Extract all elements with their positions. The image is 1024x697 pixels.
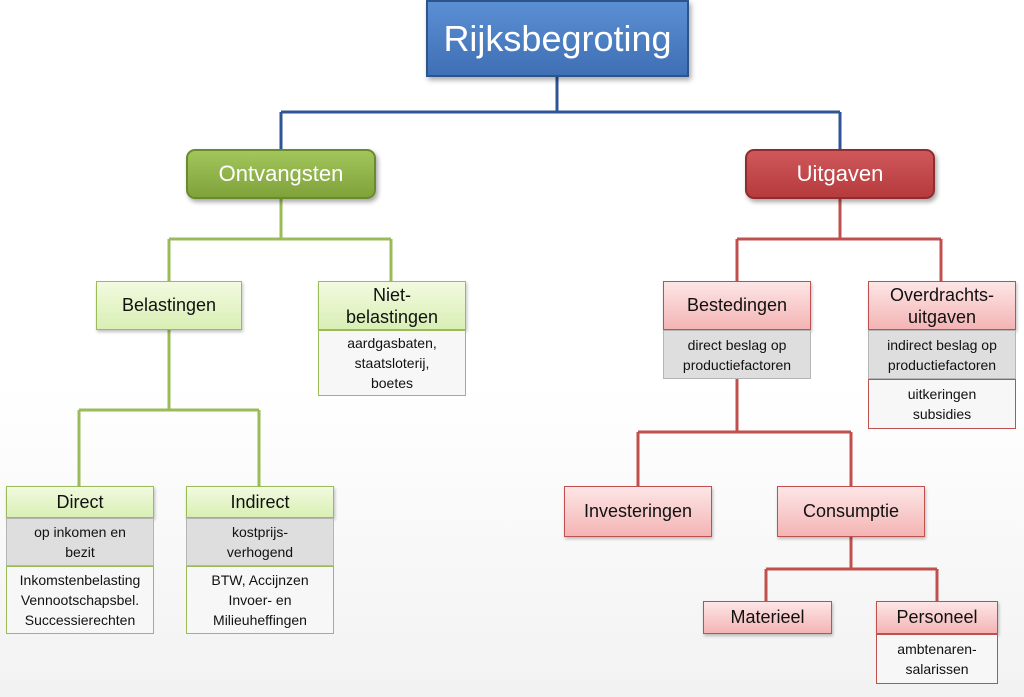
detail-line: productiefactoren xyxy=(682,356,792,373)
niet-belastingen-detail: aardgasbaten, staatsloterij, boetes xyxy=(318,330,466,396)
bestedingen-detail: direct beslag op productiefactoren xyxy=(663,330,811,379)
detail-line: ambtenaren- xyxy=(897,641,977,657)
materieel-label: Materieel xyxy=(730,607,805,627)
consumptie-node: Consumptie xyxy=(777,486,925,537)
detail-line: op inkomen en xyxy=(34,524,126,540)
overdrachts-label-2: uitgaven xyxy=(907,306,977,327)
ontvangsten-node: Ontvangsten xyxy=(186,149,376,199)
direct-label: Direct xyxy=(56,491,104,512)
detail-line: verhogend xyxy=(226,544,294,560)
personeel-node: Personeel xyxy=(876,601,998,634)
item-line: Milieuheffingen xyxy=(213,612,307,628)
niet-belastingen-node: Niet- belastingen xyxy=(318,281,466,330)
indirect-label: Indirect xyxy=(230,491,290,512)
detail-line: direct beslag op xyxy=(687,336,787,353)
detail-line: staatsloterij, xyxy=(354,355,430,371)
item-line: uitkeringen xyxy=(907,386,977,402)
ontvangsten-label: Ontvangsten xyxy=(218,161,344,186)
ontvangsten-connector xyxy=(167,199,393,281)
item-line: Invoer- en xyxy=(228,592,292,608)
belastingen-connector xyxy=(77,330,261,486)
item-line: subsidies xyxy=(912,406,972,422)
consumptie-label: Consumptie xyxy=(802,501,900,521)
detail-line: kostprijs- xyxy=(231,524,288,540)
detail-line: salarissen xyxy=(905,661,969,677)
item-line: Inkomstenbelasting xyxy=(19,572,141,588)
detail-line: aardgasbaten, xyxy=(347,335,437,351)
direct-items: Inkomstenbelasting Vennootschapsbel. Suc… xyxy=(6,566,154,634)
indirect-items: BTW, Accijnzen Invoer- en Milieuheffinge… xyxy=(186,566,334,634)
niet-belastingen-label-1: Niet- xyxy=(372,284,411,305)
personeel-label: Personeel xyxy=(896,607,978,627)
root-label: Rijksbegroting xyxy=(443,17,672,59)
bestedingen-connector xyxy=(636,379,853,486)
belastingen-label: Belastingen xyxy=(121,295,217,315)
consumptie-connector xyxy=(764,537,939,601)
overdrachts-label-1: Overdrachts- xyxy=(889,284,995,305)
detail-line: boetes xyxy=(370,375,414,391)
detail-line: bezit xyxy=(65,544,95,560)
indirect-detail: kostprijs- verhogend xyxy=(186,518,334,566)
overdrachtsuitgaven-node: Overdrachts- uitgaven xyxy=(868,281,1016,330)
investeringen-node: Investeringen xyxy=(564,486,712,537)
root-node: Rijksbegroting xyxy=(426,0,689,77)
item-line: Vennootschapsbel. xyxy=(20,592,140,608)
bestedingen-label: Bestedingen xyxy=(686,295,788,315)
materieel-node: Materieel xyxy=(703,601,832,634)
overdrachts-items: uitkeringen subsidies xyxy=(868,379,1016,429)
detail-line: indirect beslag op xyxy=(887,336,997,353)
uitgaven-label: Uitgaven xyxy=(796,161,884,186)
belastingen-node: Belastingen xyxy=(96,281,242,330)
personeel-detail: ambtenaren- salarissen xyxy=(876,634,998,684)
overdrachts-detail: indirect beslag op productiefactoren xyxy=(868,330,1016,379)
item-line: Successierechten xyxy=(24,612,136,628)
root-connector xyxy=(279,77,842,149)
bestedingen-node: Bestedingen xyxy=(663,281,811,330)
uitgaven-connector xyxy=(735,199,943,281)
indirect-node: Indirect xyxy=(186,486,334,518)
direct-node: Direct xyxy=(6,486,154,518)
direct-detail: op inkomen en bezit xyxy=(6,518,154,566)
uitgaven-node: Uitgaven xyxy=(745,149,935,199)
investeringen-label: Investeringen xyxy=(583,501,693,521)
item-line: BTW, Accijnzen xyxy=(211,572,309,588)
niet-belastingen-label-2: belastingen xyxy=(345,306,439,327)
detail-line: productiefactoren xyxy=(887,356,997,373)
